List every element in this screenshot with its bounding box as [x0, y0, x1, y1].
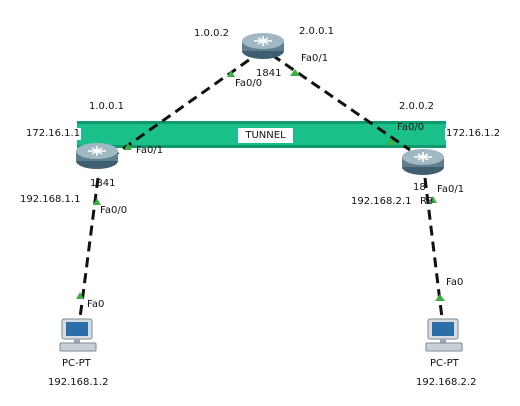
- left-router-model: 1841: [90, 178, 116, 189]
- left-pc-port: Fa0: [87, 299, 105, 310]
- triangle-up-icon: [386, 138, 396, 145]
- triangle-up-icon: [429, 196, 437, 203]
- right-router-model: 18: [413, 182, 426, 193]
- left-pc-ip: 192.168.1.2: [47, 377, 110, 389]
- tunnel-bar[interactable]: [77, 121, 446, 148]
- triangle-up-icon: [124, 143, 132, 150]
- router-right[interactable]: [400, 146, 446, 180]
- router-icon: [242, 33, 284, 59]
- router-icon: [76, 143, 118, 169]
- right-router-port-wan: Fa0/0: [397, 122, 425, 133]
- left-router-ip-tunnel: 172.16.1.1: [25, 128, 82, 140]
- top-router-port-right: Fa0/1: [301, 53, 329, 64]
- link-right-pc: [423, 177, 444, 319]
- triangle-up-icon: [227, 70, 235, 77]
- router-icon: [402, 149, 444, 175]
- top-router-port-left: Fa0/0: [235, 78, 263, 89]
- left-router-port-wan: Fa0/1: [136, 145, 164, 156]
- pc-left[interactable]: [58, 318, 98, 358]
- left-pc-type: PC-PT: [62, 358, 91, 369]
- left-router-port-lan: Fa0/0: [100, 205, 128, 216]
- top-router-ip-left: 1.0.0.2: [193, 28, 230, 40]
- link-left-top: [109, 53, 257, 160]
- triangle-up-icon: [93, 198, 101, 205]
- pc-icon: [425, 318, 463, 352]
- link-left-pc: [78, 177, 100, 319]
- link-top-right: [271, 53, 411, 152]
- pc-icon: [59, 318, 97, 352]
- right-router-ip-tunnel: 172.16.1.2: [445, 128, 502, 140]
- left-router-ip-lan: 192.168.1.1: [19, 194, 82, 206]
- right-router-port-lan: Fa0/1: [437, 184, 465, 195]
- right-pc-type: PC-PT: [430, 358, 459, 369]
- router-top[interactable]: [240, 30, 286, 64]
- right-router-ip-lan: 192.168.2.1: [350, 196, 413, 208]
- router-left[interactable]: [74, 140, 120, 174]
- right-pc-port: Fa0: [446, 277, 464, 288]
- right-router-ip-wan: 2.0.0.2: [398, 101, 435, 113]
- triangle-up-icon: [435, 294, 445, 301]
- triangle-up-icon: [290, 69, 300, 76]
- pc-right[interactable]: [424, 318, 464, 358]
- left-router-ip-wan: 1.0.0.1: [88, 101, 125, 113]
- tunnel-label: TUNNEL: [238, 128, 293, 143]
- right-pc-ip: 192.168.2.2: [415, 377, 478, 389]
- right-router-name: R3: [420, 196, 434, 207]
- top-router-ip-right: 2.0.0.1: [298, 26, 335, 38]
- top-router-model: 1841: [256, 68, 282, 79]
- triangle-up-icon: [76, 292, 84, 299]
